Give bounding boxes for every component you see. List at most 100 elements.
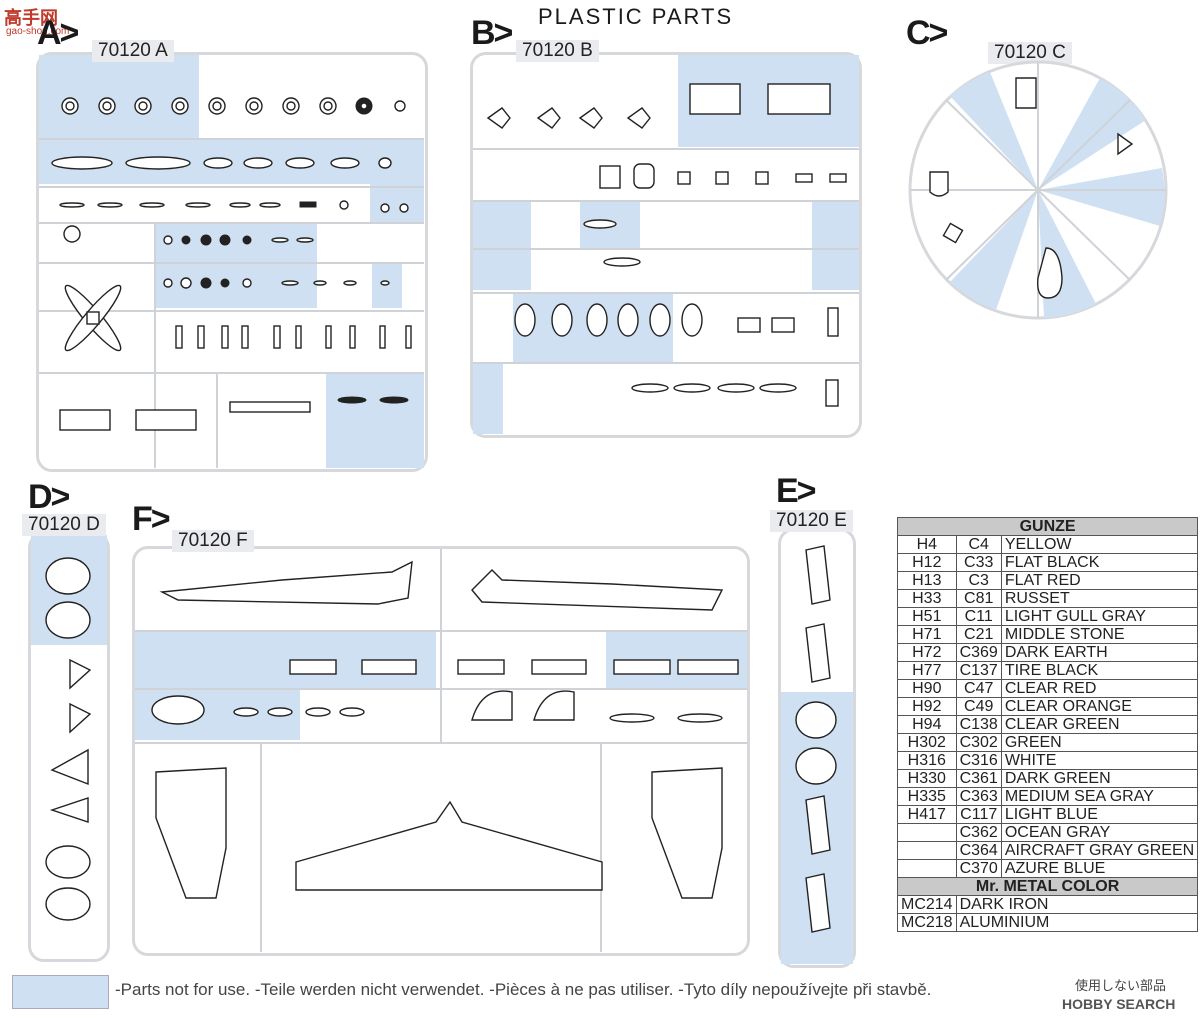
site-url: gao-shou.com: [6, 26, 70, 37]
page-title: PLASTIC PARTS: [538, 4, 734, 29]
paint-code-h: H71: [897, 625, 957, 644]
metal-name: DARK IRON: [955, 895, 1199, 914]
sprue-letter-e: E>: [776, 472, 817, 510]
sprue-runner: [154, 222, 156, 468]
sprue-runner: [473, 248, 859, 250]
paint-code-h: H316: [897, 751, 957, 770]
paint-code-c: C3: [955, 571, 1002, 590]
site-logo: 高手网: [4, 8, 58, 28]
wheel-parts: [61, 97, 406, 115]
paint-name: DARK GREEN: [1000, 769, 1199, 788]
sprue-runner: [39, 138, 424, 140]
paint-name: GREEN: [1000, 733, 1199, 752]
paint-code-h: H12: [897, 553, 957, 572]
parts-e: [795, 545, 837, 933]
sprue-code-d: 70120 D: [22, 514, 106, 536]
paint-code-c: C316: [955, 751, 1002, 770]
propeller-part: [63, 225, 122, 352]
sprue-runner: [39, 372, 424, 374]
cockpit-parts-a: [59, 396, 409, 431]
droptank-parts: [51, 156, 392, 170]
paint-code-h: H51: [897, 607, 957, 626]
paint-code-h: H302: [897, 733, 957, 752]
paint-code-c: C369: [955, 643, 1002, 662]
sprue-runner: [260, 742, 262, 952]
unused-region: [155, 222, 317, 308]
paint-name: TIRE BLACK: [1000, 661, 1199, 680]
paint-name: RUSSET: [1000, 589, 1199, 608]
paint-name: LIGHT BLUE: [1000, 805, 1199, 824]
sprue-runner: [39, 262, 424, 264]
unused-region: [473, 362, 503, 434]
paint-code-h: H90: [897, 679, 957, 698]
small-parts-a: [59, 200, 409, 213]
sprue-letter-f: F>: [132, 500, 171, 538]
paint-code-h: H4: [897, 535, 957, 554]
paint-code-c: C302: [955, 733, 1002, 752]
paint-code-c: C370: [955, 859, 1002, 878]
paint-code-h: H330: [897, 769, 957, 788]
paint-code-c: C364: [955, 841, 1002, 860]
parts-b: [486, 83, 847, 407]
paint-code-c: C363: [955, 787, 1002, 806]
metal-name: ALUMINIUM: [955, 913, 1199, 932]
unused-region: [473, 200, 531, 290]
paint-code-h: H92: [897, 697, 957, 716]
sprue-runner: [473, 292, 859, 294]
paint-code-c: C362: [955, 823, 1002, 842]
sprue-runner: [473, 148, 859, 150]
paint-name: CLEAR RED: [1000, 679, 1199, 698]
metal-code: MC214: [897, 895, 957, 914]
gunze-header: GUNZE: [896, 517, 1199, 536]
sprue-code-a: 70120 A: [92, 40, 174, 62]
paint-name: CLEAR ORANGE: [1000, 697, 1199, 716]
paint-code-c: C49: [955, 697, 1002, 716]
paint-name: WHITE: [1000, 751, 1199, 770]
paint-code-c: C47: [955, 679, 1002, 698]
sprue-code-b: 70120 B: [516, 40, 599, 62]
paint-code-c: C11: [955, 607, 1002, 626]
strut-parts: [175, 325, 412, 349]
paint-name: LIGHT GULL GRAY: [1000, 607, 1199, 626]
sprue-code-e: 70120 E: [770, 510, 853, 532]
unused-region: [326, 372, 424, 468]
sprue-letter-a: A>: [37, 14, 79, 52]
sprue-code-f: 70120 F: [172, 530, 254, 552]
sprue-runner: [39, 310, 424, 312]
paint-name: CLEAR GREEN: [1000, 715, 1199, 734]
paint-code-h: [897, 841, 957, 860]
parts-d: [45, 557, 92, 921]
legend-swatch: [12, 975, 109, 1009]
sprue-runner: [39, 222, 424, 224]
sprue-letter-b: B>: [471, 14, 513, 52]
paint-code-h: H77: [897, 661, 957, 680]
paint-name: OCEAN GRAY: [1000, 823, 1199, 842]
paint-code-h: H13: [897, 571, 957, 590]
sprue-runner: [135, 742, 747, 744]
legend-japanese: 使用しない部品: [1075, 978, 1167, 993]
paint-name: MIDDLE STONE: [1000, 625, 1199, 644]
unused-region: [812, 200, 859, 290]
sprue-code-c: 70120 C: [988, 42, 1072, 64]
hub-parts: [163, 234, 390, 289]
paint-name: AZURE BLUE: [1000, 859, 1199, 878]
sprue-c-round: [908, 60, 1168, 320]
paint-code-c: C137: [955, 661, 1002, 680]
metal-header: Mr. METAL COLOR: [896, 877, 1199, 896]
sprue-runner: [216, 372, 218, 468]
sprue-letter-c: C>: [906, 14, 948, 52]
